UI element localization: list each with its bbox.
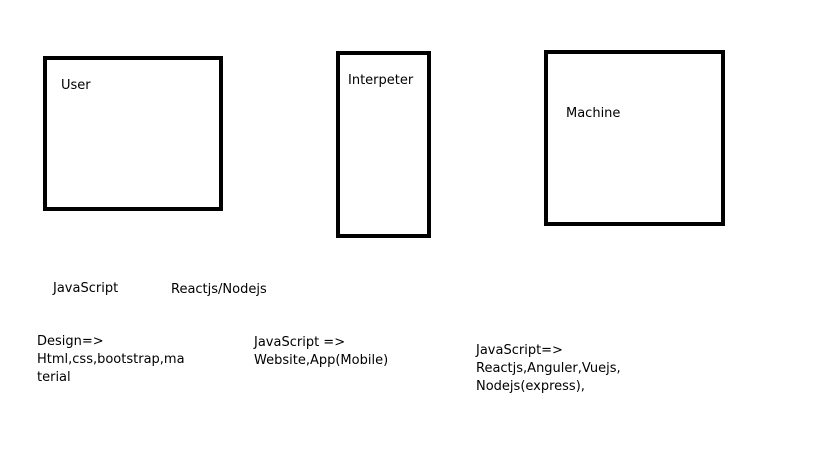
javascript-uses-note-line: JavaScript =>	[254, 335, 346, 350]
frameworks-note-line: JavaScript=>	[476, 343, 563, 358]
interpreter-box: Interpeter	[336, 51, 431, 238]
user-box: User	[43, 56, 223, 211]
javascript-uses-note: JavaScript => Website,App(Mobile)	[254, 334, 388, 370]
reactjs-nodejs-label: Reactjs/Nodejs	[171, 282, 267, 297]
design-note-line: Design=>	[37, 334, 104, 349]
machine-box: Machine	[544, 50, 725, 226]
design-note-line: terial	[37, 370, 71, 385]
design-note: Design=> Html,css,bootstrap,ma terial	[37, 333, 185, 387]
javascript-label: JavaScript	[53, 281, 119, 296]
frameworks-note: JavaScript=> Reactjs,Anguler,Vuejs, Node…	[476, 342, 621, 396]
frameworks-note-line: Nodejs(express),	[476, 379, 585, 394]
interpreter-box-label: Interpeter	[348, 73, 414, 88]
user-box-label: User	[61, 78, 91, 93]
javascript-uses-note-line: Website,App(Mobile)	[254, 353, 389, 368]
machine-box-label: Machine	[566, 106, 621, 121]
frameworks-note-line: Reactjs,Anguler,Vuejs,	[476, 361, 621, 376]
design-note-line: Html,css,bootstrap,ma	[37, 352, 185, 367]
